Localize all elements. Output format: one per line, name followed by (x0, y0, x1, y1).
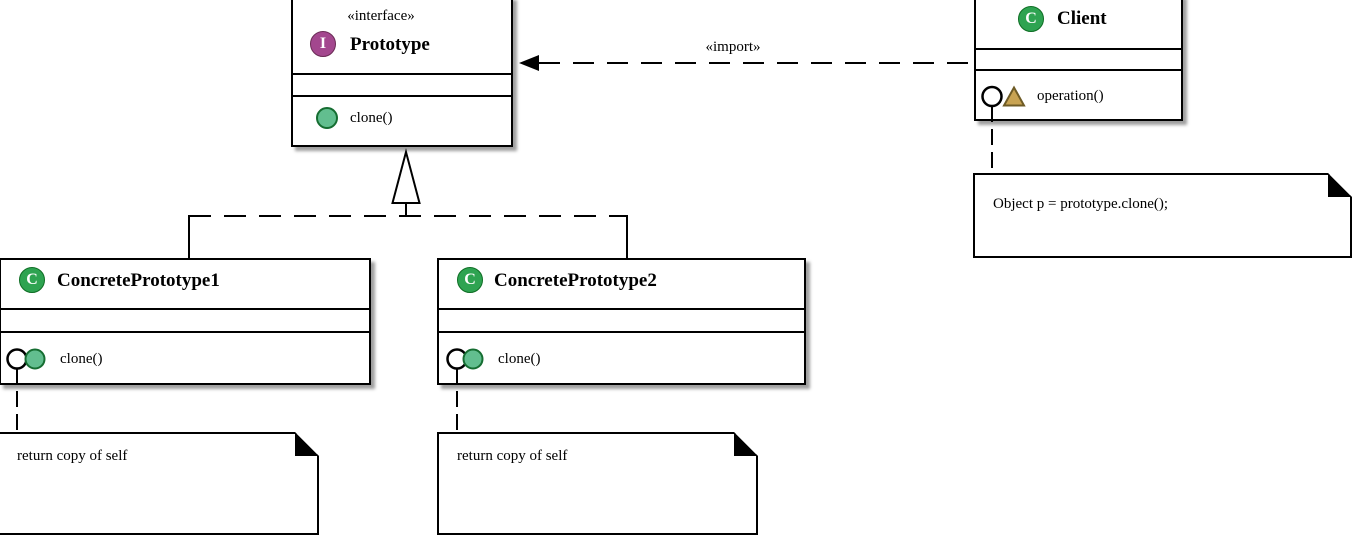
class-box-client: C Client operation() (974, 0, 1183, 121)
compartment-divider (293, 73, 511, 75)
class-name-concrete-prototype-2: ConcretePrototype2 (494, 270, 657, 291)
method-concrete1-clone: clone() (60, 351, 103, 367)
note-concrete2-clone-text: return copy of self (457, 448, 568, 464)
class-spot-letter: C (1025, 10, 1037, 27)
class-spot-icon: C (19, 267, 45, 293)
compartment-divider (1, 308, 369, 310)
class-spot-icon: C (1018, 6, 1044, 32)
compartment-divider (976, 48, 1181, 50)
prototype-stereotype: «interface» (347, 8, 415, 24)
note-concrete2-clone: return copy of self (437, 432, 758, 535)
realization-triangle-icon (391, 148, 421, 204)
class-spot-icon: C (457, 267, 483, 293)
class-name-client: Client (1057, 8, 1107, 29)
compartment-divider (439, 331, 804, 333)
class-spot-letter: C (464, 271, 476, 288)
compartment-divider (439, 308, 804, 310)
import-arrowhead-icon (519, 55, 539, 71)
note-fold-icon (295, 432, 319, 456)
compartment-divider (293, 95, 511, 97)
method-client-operation: operation() (1037, 88, 1104, 104)
interface-spot-letter: I (319, 35, 327, 52)
class-name-prototype: Prototype (350, 34, 430, 55)
note-concrete1-clone: return copy of self (0, 432, 319, 535)
note-concrete1-clone-text: return copy of self (17, 448, 128, 464)
class-box-concrete-prototype-2: C ConcretePrototype2 clone() (437, 258, 806, 385)
class-spot-letter: C (26, 271, 38, 288)
compartment-divider (1, 331, 369, 333)
method-prototype-clone: clone() (350, 110, 393, 126)
class-box-concrete-prototype-1: C ConcretePrototype1 clone() (0, 258, 371, 385)
method-concrete2-clone: clone() (498, 351, 541, 367)
interface-spot-icon: I (310, 31, 336, 57)
note-client-operation: Object p = prototype.clone(); (973, 173, 1352, 258)
import-edge-label: «import» (705, 39, 761, 55)
note-client-operation-text: Object p = prototype.clone(); (993, 196, 1169, 212)
compartment-divider (976, 69, 1181, 71)
note-fold-icon (734, 432, 758, 456)
class-box-prototype: «interface» I Prototype clone() (291, 0, 513, 147)
note-fold-icon (1328, 173, 1352, 197)
class-name-concrete-prototype-1: ConcretePrototype1 (57, 270, 220, 291)
